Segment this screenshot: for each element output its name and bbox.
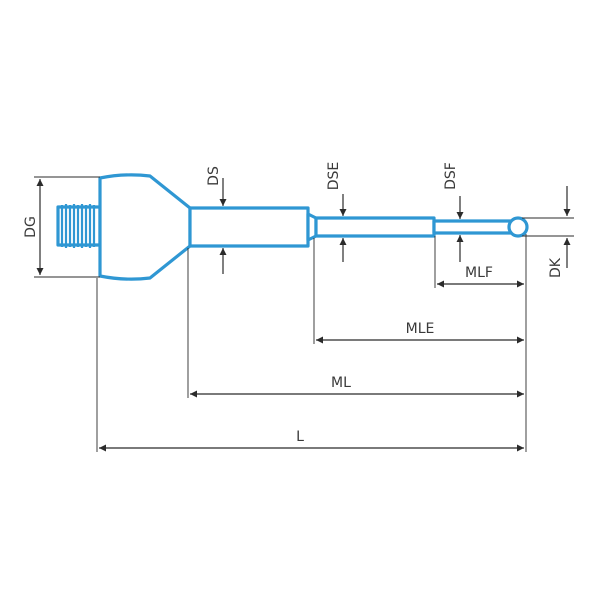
dimension-l: L <box>99 429 524 452</box>
dimension-dg: DG <box>23 176 100 278</box>
label-mlf: MLF <box>465 265 493 281</box>
dimension-dsf: DSF <box>443 162 464 262</box>
label-ds: DS <box>206 166 222 186</box>
shaft-dse <box>314 216 436 238</box>
dimension-mle: MLE <box>316 321 524 344</box>
label-dsf: DSF <box>443 162 459 190</box>
ball-tip <box>507 216 529 238</box>
dimension-ds: DS <box>206 166 227 274</box>
dimension-dk: DK <box>522 186 574 278</box>
dimension-dse: DSE <box>326 162 347 262</box>
label-dse: DSE <box>326 162 342 191</box>
thread-stub <box>56 204 102 248</box>
dimensioning: DG DS DSE DSF DK <box>23 162 574 452</box>
label-ml: ML <box>331 375 351 391</box>
dimension-mlf: MLF <box>437 265 524 288</box>
shaft-dsf <box>432 219 514 235</box>
body-flange <box>98 173 192 281</box>
label-dg: DG <box>23 216 39 238</box>
label-l: L <box>296 429 304 445</box>
label-mle: MLE <box>406 321 435 337</box>
shaft-ds <box>188 206 310 248</box>
label-dk: DK <box>548 257 564 278</box>
dimension-ml: ML <box>190 375 524 398</box>
stylus-part <box>56 173 529 281</box>
